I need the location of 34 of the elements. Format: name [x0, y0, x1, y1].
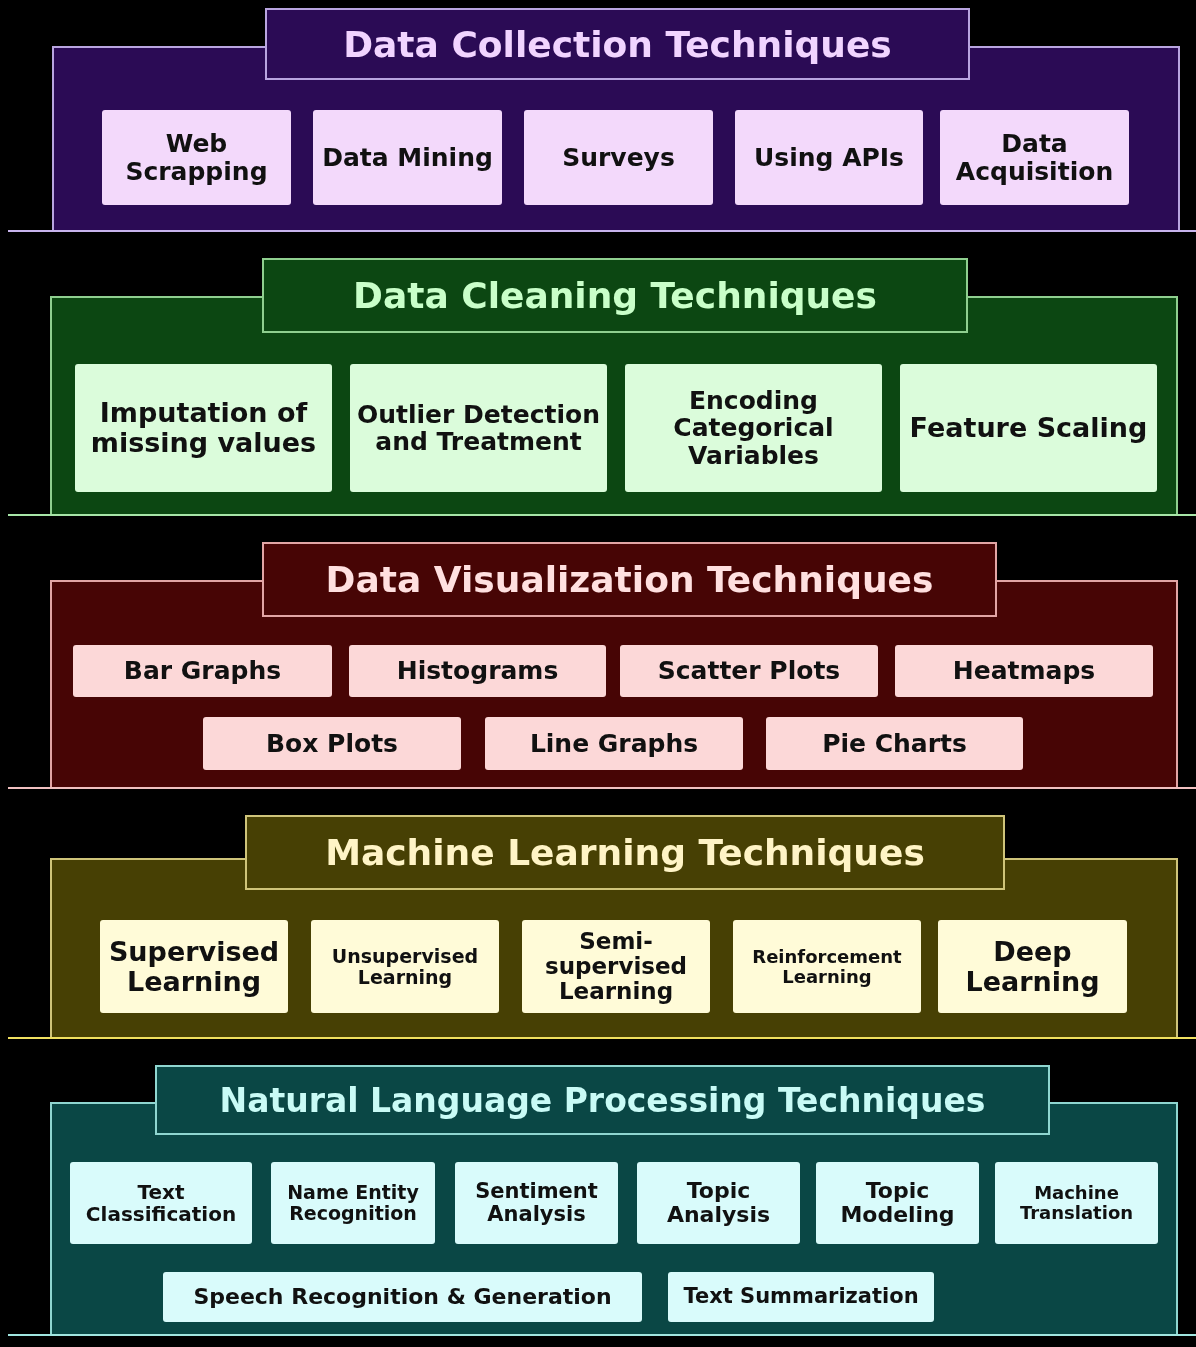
- technique-box: Using APIs: [735, 110, 923, 205]
- technique-box: Feature Scaling: [900, 364, 1157, 492]
- section-heading: Data Collection Techniques: [265, 8, 970, 80]
- technique-box: Topic Analysis: [637, 1162, 800, 1244]
- section-heading: Machine Learning Techniques: [245, 815, 1005, 890]
- technique-box: Encoding Categorical Variables: [625, 364, 882, 492]
- technique-box: Topic Modeling: [816, 1162, 979, 1244]
- technique-box: Bar Graphs: [73, 645, 332, 697]
- technique-box: Box Plots: [203, 717, 461, 770]
- technique-box: Name Entity Recognition: [271, 1162, 435, 1244]
- technique-box: Speech Recognition & Generation: [163, 1272, 642, 1322]
- technique-box: Surveys: [524, 110, 713, 205]
- technique-box: Unsupervised Learning: [311, 920, 499, 1013]
- technique-box: Machine Translation: [995, 1162, 1158, 1244]
- technique-box: Text Classification: [70, 1162, 252, 1244]
- technique-box: Reinforcement Learning: [733, 920, 921, 1013]
- section-heading: Data Cleaning Techniques: [262, 258, 968, 333]
- technique-box: Sentiment Analysis: [455, 1162, 618, 1244]
- technique-box: Deep Learning: [938, 920, 1127, 1013]
- technique-box: Supervised Learning: [100, 920, 288, 1013]
- technique-box: Line Graphs: [485, 717, 743, 770]
- section-heading: Natural Language Processing Techniques: [155, 1065, 1050, 1135]
- technique-box: Scatter Plots: [620, 645, 878, 697]
- technique-box: Text Summarization: [668, 1272, 934, 1322]
- technique-box: Web Scrapping: [102, 110, 291, 205]
- technique-box: Data Acquisition: [940, 110, 1129, 205]
- technique-box: Pie Charts: [766, 717, 1023, 770]
- technique-box: Imputation of missing values: [75, 364, 332, 492]
- technique-box: Data Mining: [313, 110, 502, 205]
- technique-box: Outlier Detection and Treatment: [350, 364, 607, 492]
- technique-box: Histograms: [349, 645, 606, 697]
- technique-box: Heatmaps: [895, 645, 1153, 697]
- technique-box: Semi-supervised Learning: [522, 920, 710, 1013]
- section-heading: Data Visualization Techniques: [262, 542, 997, 617]
